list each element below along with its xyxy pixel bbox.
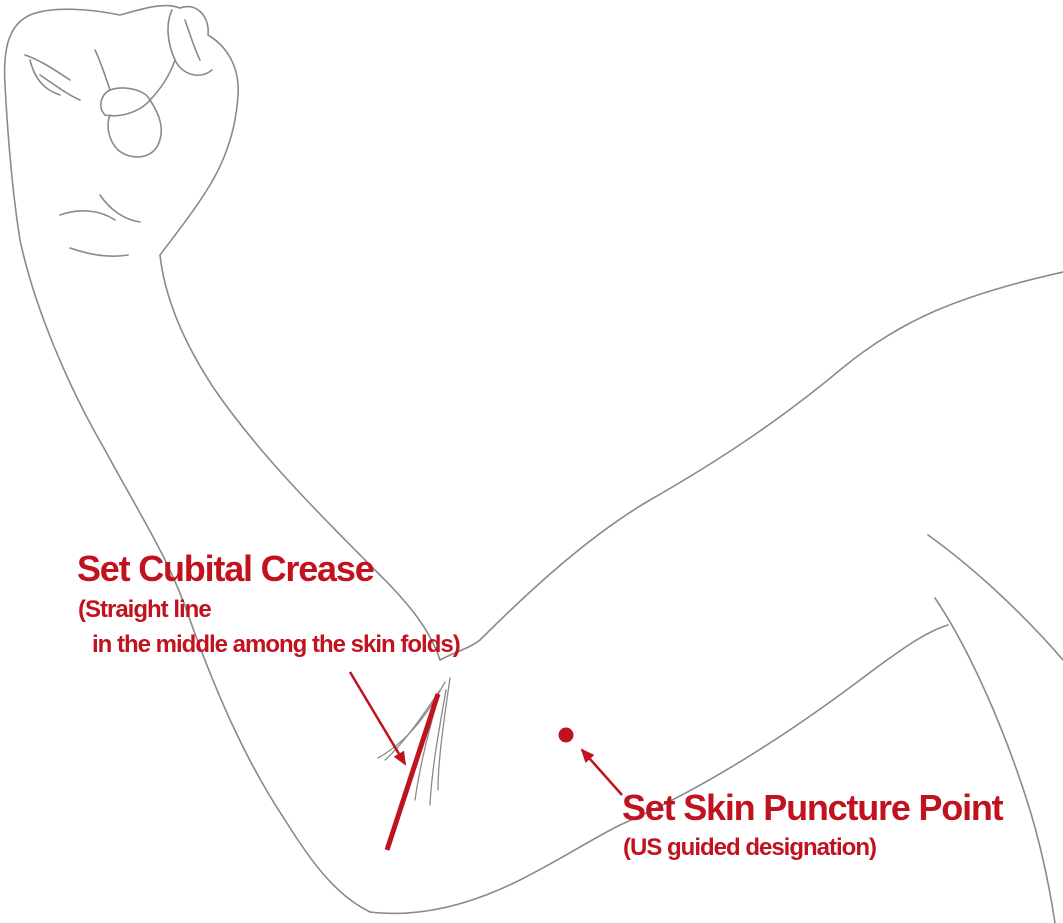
cubital-crease-subtitle-line1: (Straight line	[78, 596, 212, 623]
puncture-arrow	[580, 748, 623, 796]
cubital-crease-marker	[384, 693, 441, 851]
puncture-point-marker	[558, 727, 574, 743]
cubital-crease-title: Set Cubital Crease	[77, 548, 375, 589]
arm-outline	[19, 239, 1063, 923]
puncture-point-title: Set Skin Puncture Point	[622, 787, 1004, 828]
puncture-point-subtitle: (US guided designation)	[623, 834, 877, 861]
crease-arrow	[348, 671, 407, 766]
fist-outline	[3, 4, 239, 257]
cubital-crease-subtitle-line2: in the middle among the skin folds)	[92, 631, 461, 658]
